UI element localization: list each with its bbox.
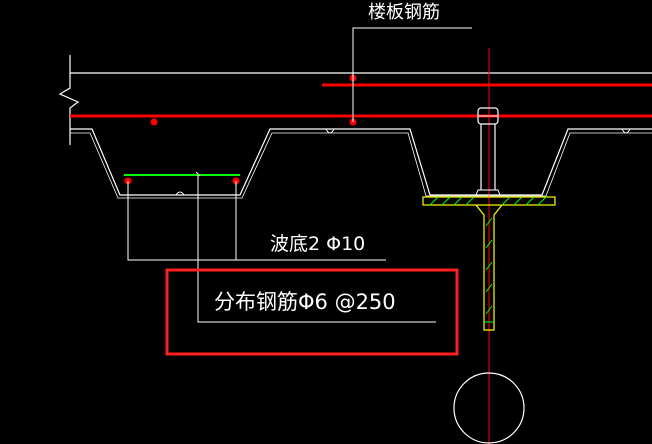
label-distribution-rebar: 分布钢筋Φ6 @250 xyxy=(214,290,396,314)
shear-stud xyxy=(475,107,501,196)
rebar-dot xyxy=(150,118,158,126)
steel-deck-profile-inner xyxy=(70,132,652,199)
steel-beam-web xyxy=(475,204,503,331)
break-line xyxy=(58,55,80,145)
leader-slab-rebar xyxy=(352,27,472,122)
axis-bubble xyxy=(453,372,525,444)
deck-bump xyxy=(621,128,631,134)
steel-deck-profile xyxy=(70,128,652,196)
deck-bump xyxy=(175,191,185,196)
leader-rib-bottom xyxy=(127,181,386,261)
leader-distribution-rebar xyxy=(197,175,436,323)
steel-beam-flange xyxy=(422,196,556,206)
deck-bump xyxy=(325,128,335,134)
label-slab-rebar: 楼板钢筋 xyxy=(368,2,440,23)
highlight-box xyxy=(165,268,459,356)
distribution-bar-hook xyxy=(195,171,201,177)
label-rib-bottom: 波底2 Φ10 xyxy=(270,233,365,255)
